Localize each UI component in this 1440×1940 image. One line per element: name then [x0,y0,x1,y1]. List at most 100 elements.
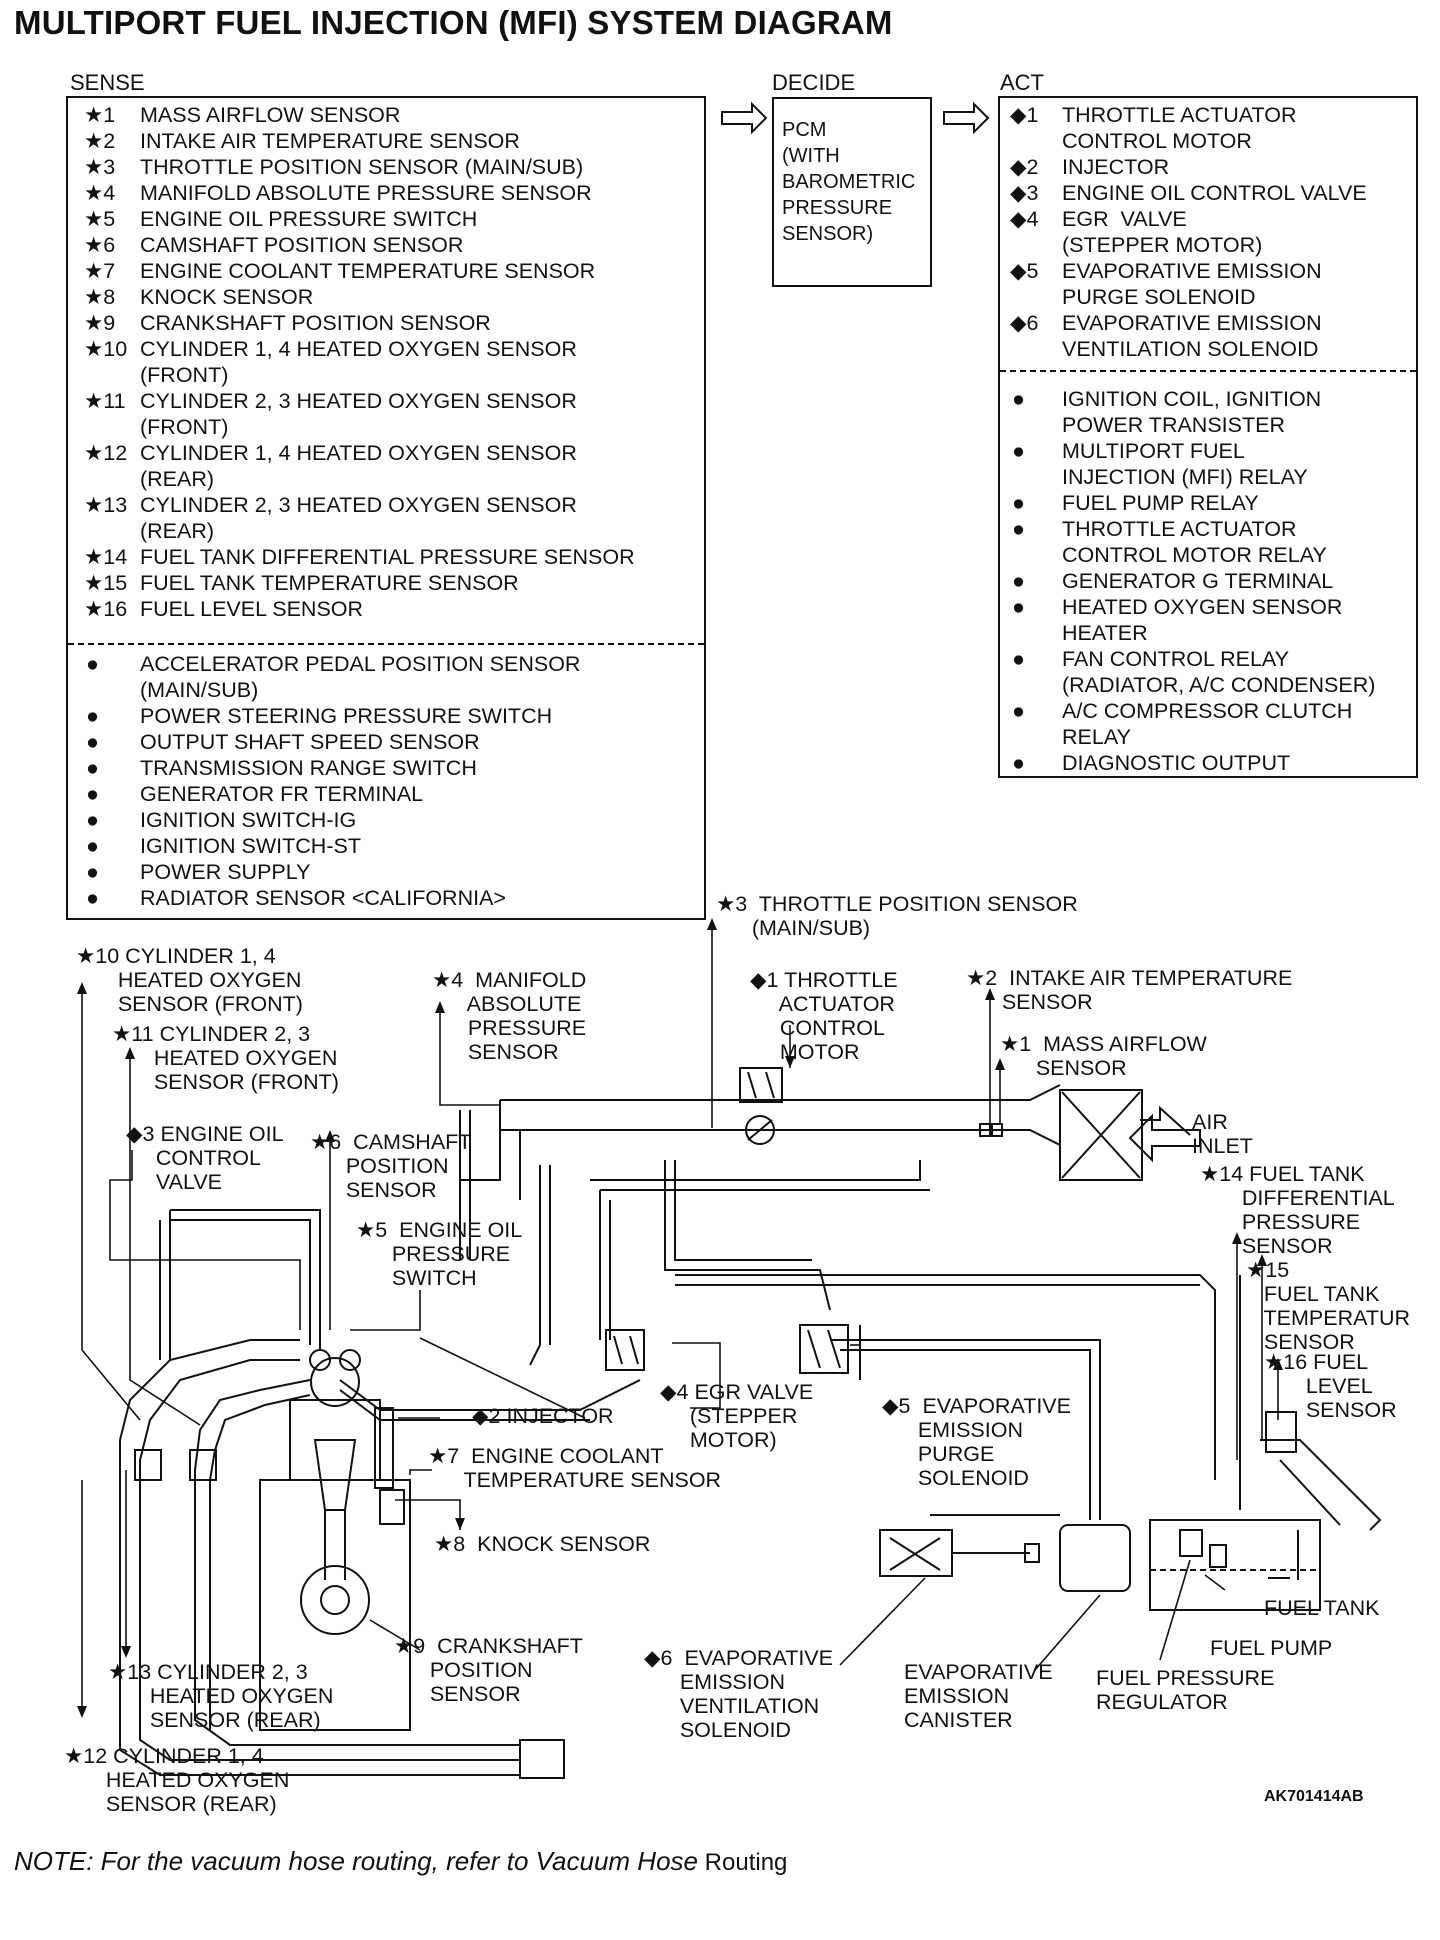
bullet-icon: ● [1012,439,1025,463]
throttle-body [739,1067,783,1145]
bullet-icon: ● [86,730,99,754]
list-item: ENGINE OIL PRESSURE SWITCH [140,207,478,231]
item-number: ◆6 [1010,311,1039,335]
label-oil-control-valve: ◆3 ENGINE OIL CONTROL VALVE [126,1122,284,1194]
item-number: ★14 [84,545,128,569]
label-knock-sensor: ★8 KNOCK SENSOR [434,1532,651,1556]
bullet-icon: ● [86,886,99,910]
intake-duct [460,1084,1191,1200]
list-item: IGNITION COIL, IGNITION POWER TRANSISTER [1062,387,1322,437]
list-item: CYLINDER 2, 3 HEATED OXYGEN SENSOR (REAR… [140,493,577,543]
front-catalyst-1 [134,1449,162,1481]
item-number: ★1 [84,103,116,127]
list-item: THROTTLE ACTUATOR CONTROL MOTOR RELAY [1062,517,1327,567]
footnote: NOTE: For the vacuum hose routing, refer… [14,1846,787,1877]
list-item: FUEL LEVEL SENSOR [140,597,364,621]
list-item: MASS AIRFLOW SENSOR [140,103,401,127]
list-item: MULTIPORT FUEL INJECTION (MFI) RELAY [1062,439,1308,489]
figure-code: AK701414AB [1264,1788,1364,1805]
label-canister: EVAPORATIVE EMISSION CANISTER [904,1660,1053,1732]
leader-lines [81,925,1279,1710]
list-item: THROTTLE ACTUATOR CONTROL MOTOR [1062,103,1297,153]
sense-box: ★1 MASS AIRFLOW SENSOR ★2 INTAKE AIR TEMPER… [66,96,706,920]
canister-symbol [1059,1524,1131,1592]
item-number: ★15 [84,571,128,595]
list-item: RADIATOR SENSOR <CALIFORNIA> [140,886,506,910]
label-crankshaft-sensor: ★9 CRANKSHAFT POSITION SENSOR [394,1634,583,1706]
list-item: CRANKSHAFT POSITION SENSOR [140,311,491,335]
hose-lines [159,1110,1241,1520]
list-item: INJECTOR [1062,155,1170,179]
list-item: TRANSMISSION RANGE SWITCH [140,756,477,780]
fuel-pump-symbol [1179,1529,1203,1557]
bullet-icon: ● [1012,491,1025,515]
list-item: EVAPORATIVE EMISSION PURGE SOLENOID [1062,259,1322,309]
item-number: ★16 [84,597,128,621]
label-vent-solenoid: ◆6 EVAPORATIVE EMISSION VENTILATION SOLE… [644,1646,833,1742]
list-item: POWER SUPPLY [140,860,311,884]
list-item: FUEL TANK TEMPERATURE SENSOR [140,571,519,595]
label-fuel-pressure-regulator: FUEL PRESSURE REGULATOR [1096,1666,1275,1714]
label-throttle-position-sensor: ★3 THROTTLE POSITION SENSOR (MAIN/SUB) [716,892,1078,940]
item-number: ◆5 [1010,259,1039,283]
list-item: ACCELERATOR PEDAL POSITION SENSOR (MAIN/… [140,652,581,702]
label-purge-solenoid: ◆5 EVAPORATIVE EMISSION PURGE SOLENOID [882,1394,1071,1490]
list-item: EVAPORATIVE EMISSION VENTILATION SOLENOI… [1062,311,1322,361]
act-header: ACT [1000,70,1044,95]
label-maf-sensor: ★1 MASS AIRFLOW SENSOR [1000,1032,1207,1080]
list-item: CYLINDER 1, 4 HEATED OXYGEN SENSOR (REAR… [140,441,577,491]
item-number: ◆2 [1010,155,1039,179]
label-fuel-level-sensor: ★16 FUEL LEVEL SENSOR [1264,1350,1397,1422]
decide-to-act-arrow [943,101,990,135]
item-number: ★8 [84,285,116,309]
item-number: ★5 [84,207,116,231]
sense-header: SENSE [70,70,145,95]
item-number: ★10 [84,337,128,361]
bullet-icon: ● [1012,569,1025,593]
item-number: ★6 [84,233,116,257]
item-number: ★11 [84,389,126,413]
air-inlet-arrow [1128,1113,1201,1163]
item-number: ★4 [84,181,116,205]
vent-solenoid-symbol [879,1514,1060,1577]
decide-header: DECIDE [772,70,856,95]
label-fuel-tank: FUEL TANK [1264,1596,1380,1620]
list-item: FUEL TANK DIFFERENTIAL PRESSURE SENSOR [140,545,635,569]
act-divider [1000,370,1416,372]
list-item: MANIFOLD ABSOLUTE PRESSURE SENSOR [140,181,592,205]
list-item: INTAKE AIR TEMPERATURE SENSOR [140,129,520,153]
list-item: CYLINDER 2, 3 HEATED OXYGEN SENSOR (FRON… [140,389,577,439]
label-o2-sensor-12: ★12 CYLINDER 1, 4 HEATED OXYGEN SENSOR (… [64,1744,290,1816]
item-number: ★7 [84,259,116,283]
bullet-icon: ● [86,756,99,780]
list-item: THROTTLE POSITION SENSOR (MAIN/SUB) [140,155,584,179]
label-oil-pressure-switch: ★5 ENGINE OIL PRESSURE SWITCH [356,1218,523,1290]
label-o2-sensor-10: ★10 CYLINDER 1, 4 HEATED OXYGEN SENSOR (… [76,944,303,1016]
bullet-icon: ● [1012,647,1025,671]
list-item: GENERATOR G TERMINAL [1062,569,1334,593]
muffler [519,1739,565,1779]
list-item: DIAGNOSTIC OUTPUT [1062,751,1291,775]
bullet-icon: ● [1012,751,1025,775]
list-item: OUTPUT SHAFT SPEED SENSOR [140,730,480,754]
bullet-icon: ● [86,782,99,806]
bullet-icon: ● [86,652,99,676]
pcm-label: PCM (WITH BAROMETRIC PRESSURE SENSOR) [782,119,916,245]
label-iat-sensor: ★2 INTAKE AIR TEMPERATURE SENSOR [966,966,1293,1014]
list-item: IGNITION SWITCH-IG [140,808,357,832]
bullet-icon: ● [86,860,99,884]
item-number: ★2 [84,129,116,153]
item-number: ★9 [84,311,116,335]
item-number: ★13 [84,493,128,517]
list-item: KNOCK SENSOR [140,285,314,309]
list-item: CYLINDER 1, 4 HEATED OXYGEN SENSOR (FRON… [140,337,577,387]
footnote-plain: Routing [698,1849,788,1876]
exhaust-pipes [119,1339,565,1779]
item-number: ◆3 [1010,181,1039,205]
front-catalyst-2 [189,1449,217,1481]
list-item: IGNITION SWITCH-ST [140,834,361,858]
label-fuel-pump: FUEL PUMP [1210,1636,1333,1660]
list-item: ENGINE COOLANT TEMPERATURE SENSOR [140,259,596,283]
list-item: EGR VALVE (STEPPER MOTOR) [1062,207,1263,257]
